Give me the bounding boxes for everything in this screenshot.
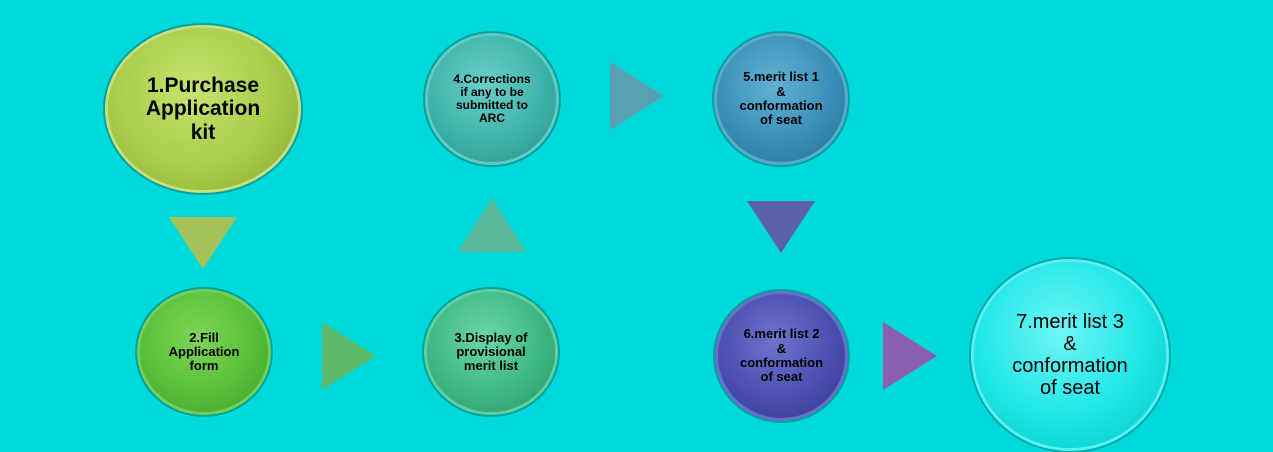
arrow-right-icon (883, 322, 937, 390)
step-1-purchase-application-kit: 1.Purchase Application kit (108, 28, 298, 190)
step-5-label: 5.merit list 1 & conformation of seat (739, 69, 823, 128)
step-5-merit-list-1: 5.merit list 1 & conformation of seat (717, 36, 845, 162)
step-4-label: 4.Corrections if any to be submitted to … (453, 71, 531, 126)
step-1-label: 1.Purchase Application kit (145, 74, 261, 144)
arrow-up-icon (458, 198, 526, 252)
step-6-merit-list-2: 6.merit list 2 & conformation of seat (718, 294, 845, 418)
arrow-down-icon (169, 217, 237, 269)
step-6-label: 6.merit list 2 & conformation of seat (739, 326, 824, 385)
arrow-right-icon (610, 62, 664, 130)
step-3-display-provisional-merit-list: 3.Display of provisional merit list (427, 292, 555, 412)
step-3-label: 3.Display of provisional merit list (454, 329, 528, 374)
step-7-merit-list-3: 7.merit list 3 & conformation of seat (974, 262, 1166, 448)
step-4-corrections-submitted-to-arc: 4.Corrections if any to be submitted to … (428, 36, 556, 162)
arrow-down-icon (747, 201, 815, 253)
arrow-right-icon (322, 322, 376, 390)
step-2-fill-application-form: 2.Fill Application form (140, 292, 268, 412)
step-7-label: 7.merit list 3 & conformation of seat (1012, 311, 1128, 399)
step-2-label: 2.Fill Application form (168, 329, 240, 374)
